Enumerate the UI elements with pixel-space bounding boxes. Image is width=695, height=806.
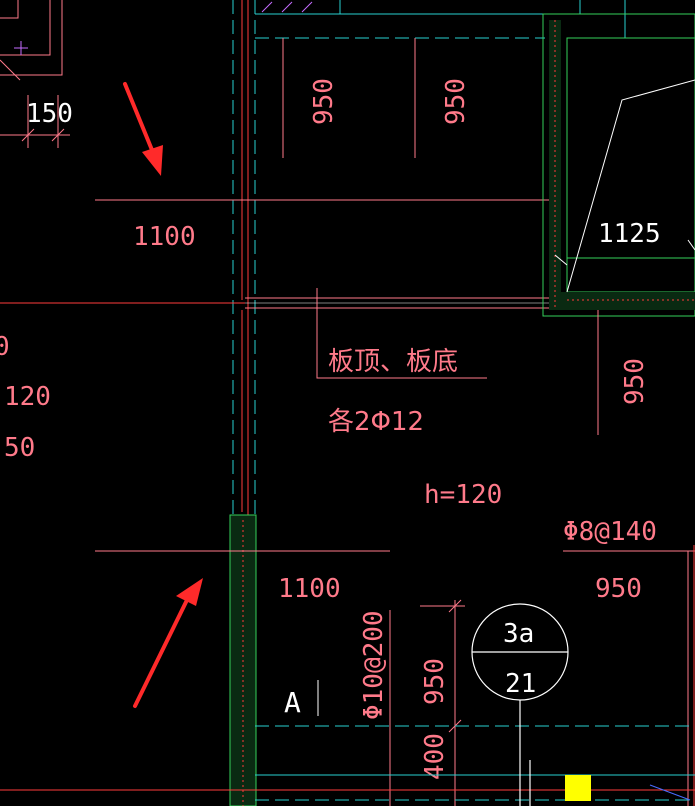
corner-line [0, 0, 19, 19]
left-label-120: 120 [4, 382, 51, 412]
tick-line [0, 59, 21, 81]
corner-line-far [0, 0, 63, 76]
dim-950-bottom-right: 950 [595, 574, 642, 604]
dim-1100-top: 1100 [133, 222, 196, 252]
dim-1100-bottom: 1100 [278, 574, 341, 604]
magenta-hatch-top [261, 1, 313, 13]
column-white-tick-r [687, 239, 695, 251]
column-white-line [566, 79, 695, 293]
magenta-mark [14, 41, 28, 55]
selection-grip-marker[interactable] [565, 775, 591, 801]
leader-line [316, 288, 487, 379]
axis-label-a: A [284, 686, 301, 719]
column-outer [542, 13, 695, 317]
note-count-bars: 各2Φ12 [328, 407, 424, 437]
section-marker-top: 3a [503, 619, 534, 649]
section-marker[interactable]: 3a 21 [471, 603, 569, 806]
corner-line-outer [0, 0, 51, 56]
section-marker-bottom: 21 [505, 669, 536, 699]
column-box [542, 13, 695, 317]
dim-950-right: 950 [620, 358, 650, 405]
dim-lines-top [282, 38, 416, 158]
note-top-bottom: 板顶、板底 [328, 347, 458, 377]
dim-950-b: 950 [441, 78, 471, 125]
dim-950-vertical-bottom: 950 [420, 658, 450, 705]
dim-tick [51, 128, 65, 142]
blue-mark [649, 784, 691, 801]
dim-1125: 1125 [598, 219, 661, 249]
dim-150: 150 [26, 99, 73, 129]
top-left-detail [0, 0, 70, 148]
column-hatch-bottom [561, 292, 695, 310]
column-white-tick [554, 254, 568, 266]
left-label-0: 0 [0, 332, 10, 362]
dim-tick [21, 128, 35, 142]
dim-950-a: 950 [309, 78, 339, 125]
note-distribution-bar: Φ8@140 [563, 517, 657, 547]
dim-400-vertical-bottom: 400 [420, 733, 450, 780]
note-slab-thickness: h=120 [424, 480, 502, 510]
note-stirrup: Φ10@200 [359, 610, 389, 720]
left-label-50: 50 [4, 433, 35, 463]
